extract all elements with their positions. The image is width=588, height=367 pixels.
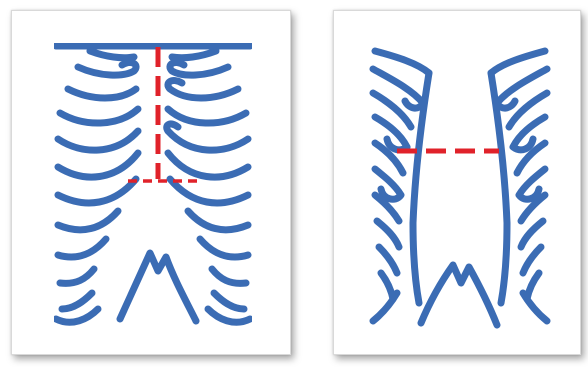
rib-right-2 — [170, 63, 228, 76]
rib-left-8 — [58, 211, 118, 230]
rib-left-11 — [62, 293, 92, 309]
rib-left-3 — [68, 89, 136, 98]
rib-left-6 — [58, 153, 138, 177]
rib-left-9 — [379, 247, 397, 273]
costal-arch — [421, 265, 497, 325]
rib-right-lower — [523, 293, 547, 321]
left-panel — [11, 10, 291, 355]
rib-left-2 — [373, 69, 423, 108]
rib-left-1 — [375, 51, 429, 73]
rib-right-10 — [527, 273, 539, 299]
rib-right-1 — [491, 51, 545, 73]
rib-right-9 — [200, 239, 248, 257]
rib-left-5 — [58, 131, 138, 150]
rib-right-5 — [167, 124, 248, 150]
rib-left-10 — [60, 269, 94, 283]
rib-right-4 — [168, 109, 246, 123]
rib-left-2 — [78, 63, 136, 76]
rib-left-4 — [60, 109, 138, 123]
rib-cage-right — [373, 51, 547, 325]
rib-right-10 — [212, 269, 246, 283]
rib-left-10 — [381, 273, 393, 299]
rib-right-3 — [168, 81, 238, 98]
costal-arch — [120, 253, 196, 321]
rib-right-8 — [521, 221, 543, 247]
rib-left-1 — [90, 51, 134, 58]
rib-left-lower — [373, 293, 397, 321]
right-panel — [333, 10, 581, 355]
rib-left-7 — [58, 179, 136, 203]
rib-right-8 — [188, 211, 248, 230]
rib-right-1 — [172, 51, 216, 58]
rib-cage-left — [56, 46, 250, 322]
rib-right-6 — [168, 153, 248, 177]
rib-right-2 — [497, 69, 547, 108]
rib-cage-illustration-left — [54, 43, 252, 329]
rib-cage-illustration-right — [369, 43, 551, 329]
rib-right-11 — [214, 293, 244, 309]
rib-left-9 — [58, 239, 106, 257]
rib-right-9 — [523, 247, 541, 273]
rib-left-8 — [377, 221, 399, 247]
